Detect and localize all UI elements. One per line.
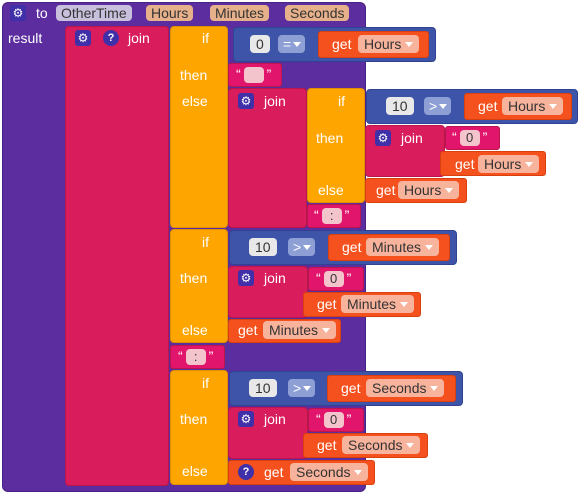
operator-dropdown[interactable]: > xyxy=(288,238,316,256)
if-hours-block[interactable] xyxy=(170,26,228,228)
join-label: join xyxy=(264,270,286,286)
variable-dropdown[interactable]: Hours xyxy=(478,155,540,173)
get-label: get xyxy=(264,464,284,480)
number-field[interactable]: 0 xyxy=(250,35,270,53)
text-string: “:” xyxy=(314,207,350,225)
else-label: else xyxy=(182,463,208,479)
variable-dropdown[interactable]: Hours xyxy=(398,181,460,199)
param-seconds[interactable]: Seconds xyxy=(285,5,350,21)
text-string: “0” xyxy=(316,270,352,288)
operator-dropdown[interactable]: > xyxy=(424,97,452,115)
operator-dropdown[interactable]: > xyxy=(288,379,316,397)
param-minutes[interactable]: Minutes xyxy=(210,5,270,21)
if-minutes-block[interactable] xyxy=(170,229,228,343)
get-label: get xyxy=(317,437,337,453)
join-block[interactable] xyxy=(228,88,307,228)
then-label: then xyxy=(180,411,208,427)
text-field[interactable]: 0 xyxy=(323,271,344,288)
else-label: else xyxy=(182,93,208,109)
number-field[interactable]: 10 xyxy=(249,238,277,256)
operator-dropdown[interactable]: = xyxy=(278,35,306,53)
result-label: result xyxy=(8,30,43,46)
get-label: get xyxy=(478,98,498,114)
question-icon[interactable]: ? xyxy=(238,464,254,480)
then-label: then xyxy=(180,270,208,286)
else-label: else xyxy=(182,322,208,338)
gear-icon[interactable]: ⚙ xyxy=(75,30,91,46)
get-label: get xyxy=(332,36,352,52)
then-label: then xyxy=(180,67,208,83)
variable-dropdown[interactable]: Minutes xyxy=(366,238,440,256)
if-label: if xyxy=(202,30,209,46)
variable-dropdown[interactable]: Seconds xyxy=(342,436,421,454)
param-hours[interactable]: Hours xyxy=(146,5,194,21)
text-field[interactable]: 0 xyxy=(323,412,344,429)
question-icon[interactable]: ? xyxy=(103,30,119,46)
variable-dropdown[interactable]: Minutes xyxy=(341,295,415,313)
number-field[interactable]: 10 xyxy=(386,97,414,115)
variable-dropdown[interactable]: Seconds xyxy=(290,463,369,481)
variable-dropdown[interactable]: Hours xyxy=(502,97,564,115)
join-label: join xyxy=(128,30,150,46)
text-string: “0” xyxy=(452,129,488,147)
get-label: get xyxy=(317,296,337,312)
gear-icon[interactable]: ⚙ xyxy=(238,270,254,286)
else-label: else xyxy=(318,182,344,198)
if-seconds-block[interactable] xyxy=(170,370,228,485)
gear-icon[interactable]: ⚙ xyxy=(10,5,26,21)
procedure-to-label: to xyxy=(36,5,48,21)
text-field[interactable]: 0 xyxy=(459,130,480,147)
join-label: join xyxy=(264,93,286,109)
text-string: “:” xyxy=(178,348,214,366)
text-string: “0” xyxy=(316,411,352,429)
gear-icon[interactable]: ⚙ xyxy=(238,411,254,427)
gear-icon[interactable]: ⚙ xyxy=(375,130,391,146)
get-label: get xyxy=(455,156,475,172)
then-label: then xyxy=(316,130,344,146)
get-label: get xyxy=(341,380,361,396)
if-block[interactable] xyxy=(307,88,365,203)
join-label: join xyxy=(401,130,423,146)
outer-join-block[interactable] xyxy=(65,26,169,486)
variable-dropdown[interactable]: Hours xyxy=(358,35,420,53)
if-label: if xyxy=(202,234,209,250)
join-label: join xyxy=(264,411,286,427)
if-label: if xyxy=(338,93,345,109)
number-field[interactable]: 10 xyxy=(249,379,277,397)
text-field[interactable] xyxy=(243,67,264,84)
text-string: “” xyxy=(236,66,272,84)
variable-dropdown[interactable]: Seconds xyxy=(366,379,445,397)
get-label: get xyxy=(238,322,258,338)
text-field[interactable]: : xyxy=(185,349,206,366)
procedure-name[interactable]: OtherTime xyxy=(56,5,132,21)
get-label: get xyxy=(342,239,362,255)
variable-dropdown[interactable]: Minutes xyxy=(263,321,337,339)
gear-icon[interactable]: ⚙ xyxy=(238,93,254,109)
if-label: if xyxy=(202,375,209,391)
text-field[interactable]: : xyxy=(321,208,342,225)
get-label: get xyxy=(376,182,396,198)
